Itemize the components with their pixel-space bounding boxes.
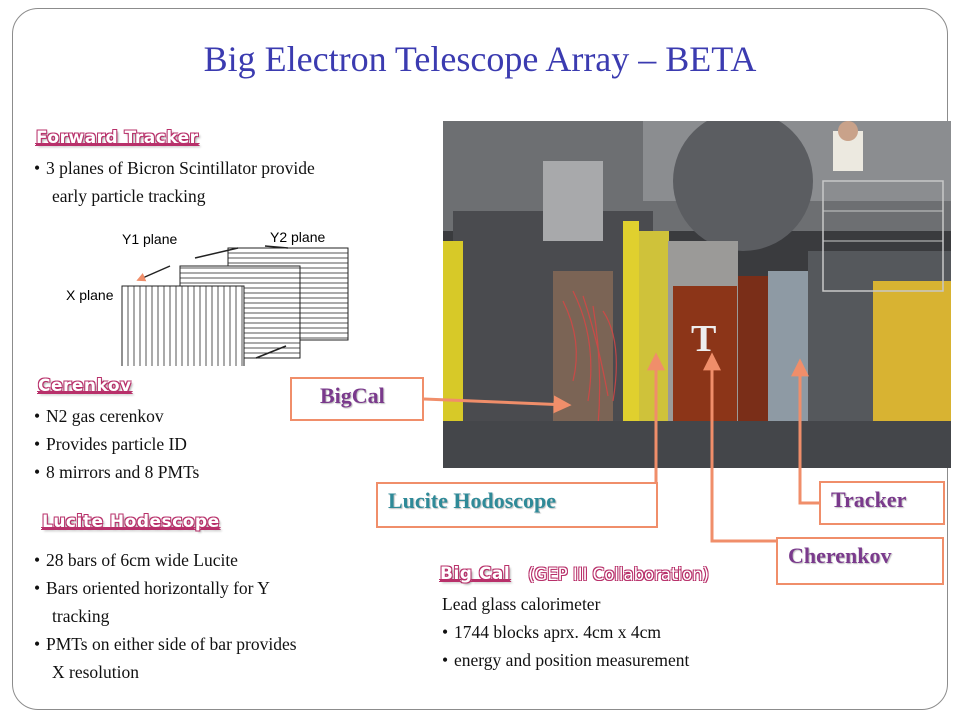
bigcal-heading: Big Cal [440, 564, 511, 584]
bigcal-callout: BigCal [290, 377, 424, 421]
cerenkov-heading: Cerenkov [38, 376, 132, 396]
cherenkov-callout: Cherenkov [776, 537, 944, 585]
list-item: Bars oriented horizontally for Y [34, 574, 297, 602]
forward-tracker-heading: Forward Tracker [36, 128, 199, 148]
detector-photo: T [443, 121, 951, 468]
cerenkov-list: N2 gas cerenkov Provides particle ID 8 m… [34, 402, 199, 486]
tracker-callout: Tracker [819, 481, 945, 525]
lucite-list: 28 bars of 6cm wide Lucite Bars oriented… [34, 546, 297, 686]
x-plane-label: X plane [66, 287, 114, 303]
svg-text:T: T [691, 318, 716, 360]
lucite-heading: Lucite Hodescope [42, 512, 220, 532]
forward-tracker-line1: 3 planes of Bicron Scintillator provide [34, 154, 315, 182]
list-item: N2 gas cerenkov [34, 402, 199, 430]
bigcal-collab-note: (GEP III Collaboration) [528, 565, 710, 584]
list-item: Lead glass calorimeter [442, 594, 601, 614]
list-item: tracking [52, 606, 110, 626]
list-item: PMTs on either side of bar provides [34, 630, 297, 658]
forward-tracker-line2: early particle tracking [52, 186, 206, 206]
list-item: 1744 blocks aprx. 4cm x 4cm [442, 618, 689, 646]
list-item: Provides particle ID [34, 430, 199, 458]
y1-plane-label: Y1 plane [122, 231, 177, 247]
y2-plane-label: Y2 plane [270, 229, 325, 245]
tracker-planes-diagram: Y1 plane Y2 plane X plane [66, 229, 349, 366]
forward-tracker-text: 3 planes of Bicron Scintillator provide … [34, 154, 315, 210]
list-item: energy and position measurement [442, 646, 689, 674]
list-item: X resolution [52, 662, 140, 682]
list-item: 8 mirrors and 8 PMTs [34, 458, 199, 486]
bigcal-list: Lead glass calorimeter 1744 blocks aprx.… [442, 590, 689, 674]
lucite-callout: Lucite Hodoscope [376, 482, 658, 528]
list-item: 28 bars of 6cm wide Lucite [34, 546, 297, 574]
slide-title: Big Electron Telescope Array – BETA [203, 39, 757, 79]
